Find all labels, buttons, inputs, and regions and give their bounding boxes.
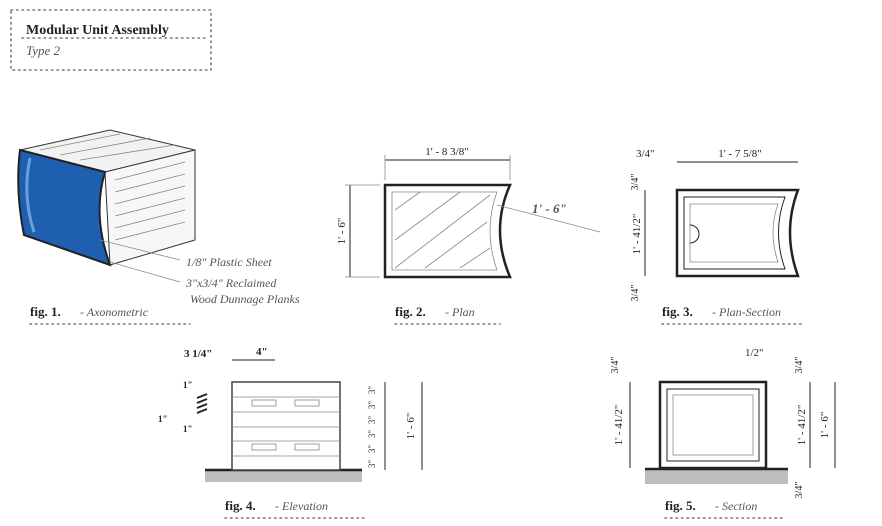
fig4-plank-dim: 3" <box>367 386 377 395</box>
fig3-name: - Plan-Section <box>712 305 781 319</box>
fig3-wall-left-top-dim: 3/4" <box>630 174 641 191</box>
fig4-plank-dim: 3" <box>367 401 377 410</box>
callout-plastic-sheet: 1/8" Plastic Sheet <box>186 255 272 269</box>
fig3-number: fig. 3. <box>662 304 693 319</box>
fig2-width-dim: 1' - 8 3/8" <box>425 146 468 158</box>
fig5-name: - Section <box>715 499 757 513</box>
sheet-subtitle: Type 2 <box>26 43 61 58</box>
fig4-plank-dim: 3" <box>367 445 377 454</box>
fig3-inner-dim: 1' - 41/2" <box>631 214 643 255</box>
fig4-plank-dim: 3" <box>367 430 377 439</box>
fig3-width-dim: 1' - 7 5/8" <box>718 148 761 160</box>
fig1-axonometric: 1/8" Plastic Sheet 3"x3/4" Reclaimed Woo… <box>17 129 300 325</box>
fig5-wall-right-bottom-dim: 3/4" <box>794 482 805 499</box>
title-block: Modular Unit Assembly Type 2 <box>10 9 212 71</box>
fig5-wall-right-top-dim: 3/4" <box>794 357 805 374</box>
fig2-name: - Plan <box>445 305 475 319</box>
fig4-slot-offset-dim: 3 1/4" <box>184 348 212 360</box>
fig4-gap-a-dim: 1" <box>183 380 193 390</box>
fig3-wall-left-bottom-dim: 3/4" <box>630 285 641 302</box>
fig5-height-dim: 1' - 6" <box>819 412 831 439</box>
fig1-number: fig. 1. <box>30 304 61 319</box>
fig5-number: fig. 5. <box>665 498 696 513</box>
fig2-radius-dim: 1' - 6" <box>532 201 567 216</box>
fig5-wall-left-dim: 3/4" <box>610 357 621 374</box>
fig4-plank-dim: 3" <box>367 416 377 425</box>
fig5-inner-right-dim: 1' - 41/2" <box>796 405 808 446</box>
callout-planks-1: 3"x3/4" Reclaimed <box>185 276 277 290</box>
fig2-number: fig. 2. <box>395 304 426 319</box>
fig2-height-dim: 1' - 6" <box>336 218 348 245</box>
fig4-plank-dim: 3" <box>367 460 377 469</box>
fig4-elevation: 3 1/4" 4" 1" 1" 1" 3" 3" 3" 3" 3" 3" 1' … <box>158 346 423 519</box>
fig5-sheet-dim: 1/2" <box>745 347 764 359</box>
fig4-number: fig. 4. <box>225 498 256 513</box>
sheet-title: Modular Unit Assembly <box>26 23 169 38</box>
fig5-inner-left-dim: 1' - 41/2" <box>613 405 625 446</box>
fig4-gap-c-dim: 1" <box>183 424 193 434</box>
fig1-name: - Axonometric <box>80 305 149 319</box>
fig4-slot-width-dim: 4" <box>256 346 268 358</box>
fig2-plan: 1' - 8 3/8" 1' - 6" 1' - 6" fig. 2. - Pl… <box>336 146 601 325</box>
fig4-gap-b-dim: 1" <box>158 414 168 424</box>
callout-planks-2: Wood Dunnage Planks <box>190 292 300 306</box>
fig4-height-dim: 1' - 6" <box>405 413 417 440</box>
fig4-name: - Elevation <box>275 499 328 513</box>
fig5-section: 1' - 41/2" 3/4" 1/2" 1' - 41/2" 3/4" 3/4… <box>610 347 836 519</box>
fig3-wall-top-dim: 3/4" <box>636 148 655 160</box>
fig3-plan-section: 1' - 7 5/8" 3/4" 1' - 41/2" 3/4" 3/4" fi… <box>630 148 806 325</box>
